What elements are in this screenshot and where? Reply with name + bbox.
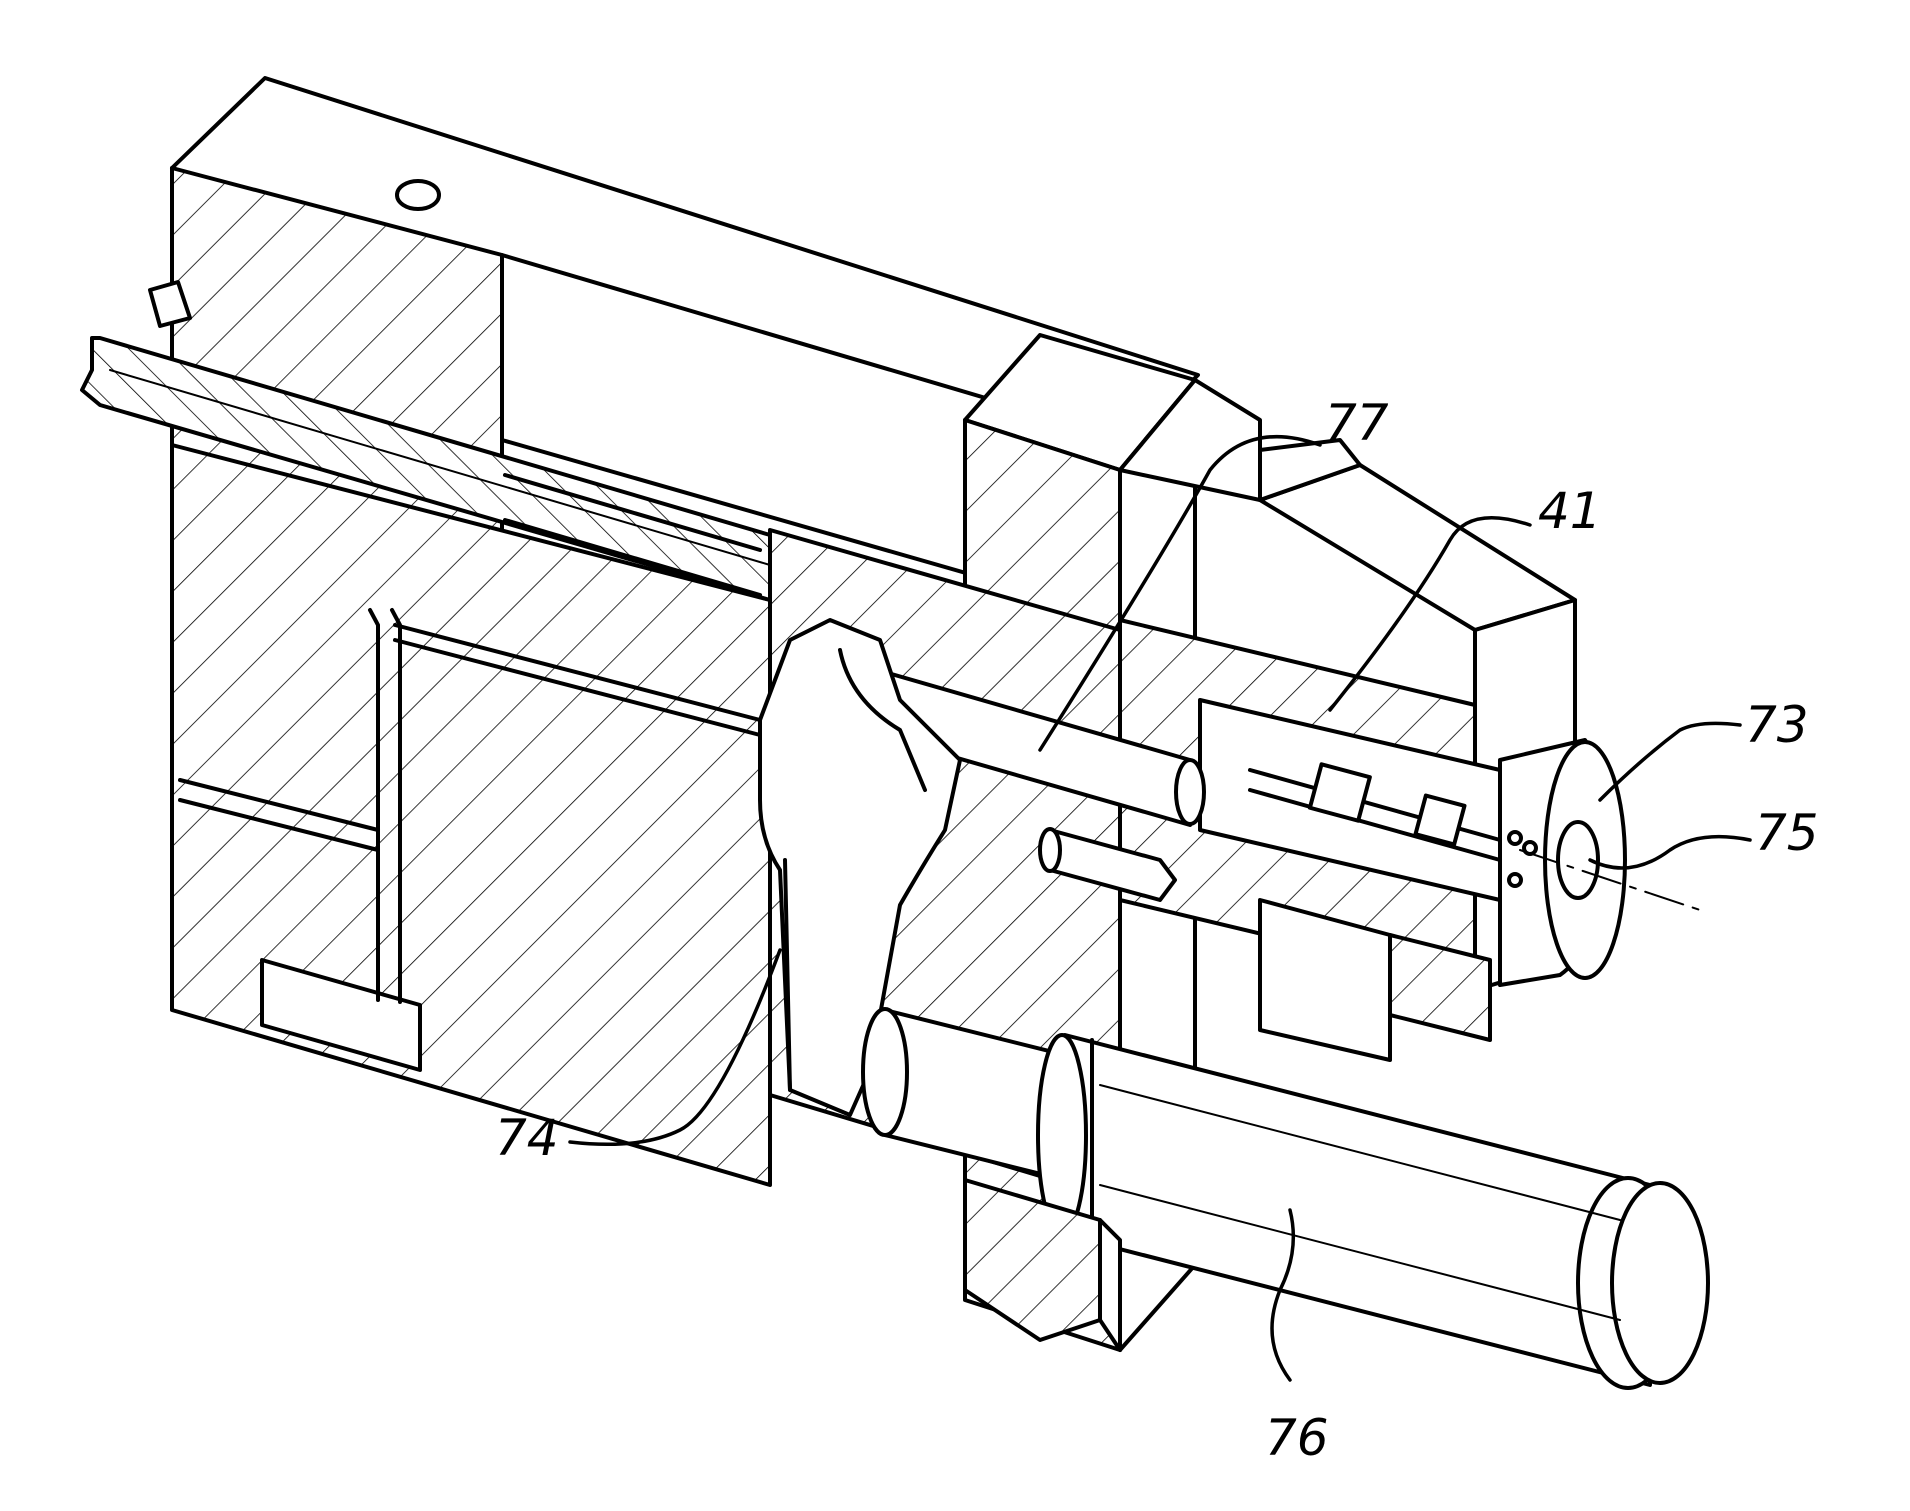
label-76: 76 [1265,1409,1329,1467]
label-75: 75 [1755,804,1819,862]
label-41: 41 [1538,482,1602,540]
label-73: 73 [1745,696,1809,754]
label-77: 77 [1325,394,1389,452]
label-74: 74 [495,1109,559,1167]
leader-73 [1600,723,1740,800]
